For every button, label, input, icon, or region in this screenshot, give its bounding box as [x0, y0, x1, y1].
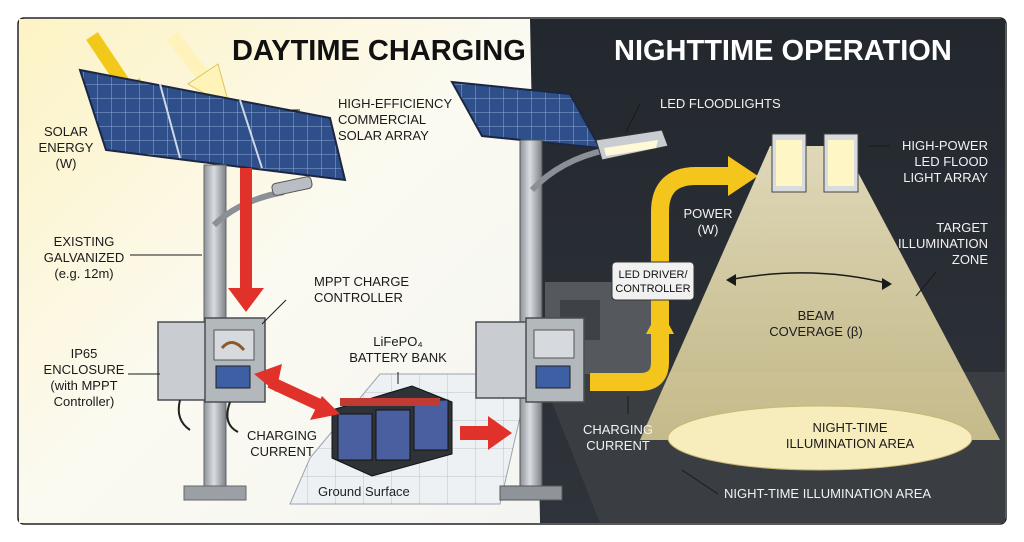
svg-text:COVERAGE (β): COVERAGE (β): [769, 324, 862, 339]
transfer-arrow: [460, 416, 512, 450]
label-mppt: MPPT CHARGE CONTROLLER: [314, 274, 409, 305]
label-illumination-area-bottom: NIGHT-TIME ILLUMINATION AREA: [724, 486, 931, 501]
label-charging-current-night: CHARGING CURRENT: [583, 422, 653, 453]
battery-bank: [331, 385, 453, 477]
svg-text:ENCLOSURE: ENCLOSURE: [44, 362, 125, 377]
svg-text:(e.g. 12m): (e.g. 12m): [54, 266, 113, 281]
label-beam-coverage: BEAM COVERAGE (β): [769, 308, 862, 339]
svg-text:EXISTING: EXISTING: [54, 234, 115, 249]
led-driver-box: LED DRIVER/ CONTROLLER: [611, 261, 695, 301]
svg-text:(W): (W): [56, 156, 77, 171]
svg-text:MPPT CHARGE: MPPT CHARGE: [314, 274, 409, 289]
solar-array-day: [78, 68, 347, 182]
svg-text:SOLAR: SOLAR: [44, 124, 88, 139]
svg-text:ILLUMINATION AREA: ILLUMINATION AREA: [786, 436, 915, 451]
label-battery: LiFePO₄ BATTERY BANK: [349, 334, 447, 365]
led-flood-light-array: [771, 133, 859, 193]
svg-text:GALVANIZED: GALVANIZED: [44, 250, 124, 265]
label-illumination-area-inner: NIGHT-TIME ILLUMINATION AREA: [786, 420, 915, 451]
label-charging-current-day: CHARGING CURRENT: [247, 428, 317, 459]
enclosure-day: [157, 317, 266, 433]
enclosure-night: [475, 317, 585, 403]
svg-text:LED FLOOD: LED FLOOD: [914, 154, 988, 169]
charging-flow-arrow: [254, 364, 340, 420]
label-solar-array: HIGH-EFFICIENCY COMMERCIAL SOLAR ARRAY: [338, 96, 452, 143]
svg-text:CURRENT: CURRENT: [586, 438, 650, 453]
light-beam: [640, 146, 1000, 471]
svg-text:(with MPPT: (with MPPT: [50, 378, 117, 393]
svg-text:BATTERY BANK: BATTERY BANK: [349, 350, 447, 365]
svg-text:NIGHT-TIME: NIGHT-TIME: [812, 420, 887, 435]
day-title: DAYTIME CHARGING: [232, 35, 526, 67]
night-title: NIGHTTIME OPERATION: [614, 35, 952, 67]
svg-text:CONTROLLER: CONTROLLER: [314, 290, 403, 305]
night-pole: [519, 139, 543, 493]
svg-text:ILLUMINATION: ILLUMINATION: [898, 236, 988, 251]
svg-text:(W): (W): [698, 222, 719, 237]
label-led-floodlights: LED FLOODLIGHTS: [660, 96, 781, 111]
svg-text:CONTROLLER: CONTROLLER: [615, 283, 690, 295]
power-flow-arrow: [590, 156, 758, 391]
label-solar-energy: SOLAR ENERGY (W): [39, 124, 94, 171]
svg-text:LED DRIVER/: LED DRIVER/: [618, 269, 688, 281]
svg-text:ZONE: ZONE: [952, 252, 988, 267]
ground-surface-label: Ground Surface: [318, 484, 410, 499]
svg-text:HIGH-POWER: HIGH-POWER: [902, 138, 988, 153]
label-led-array: HIGH-POWER LED FLOOD LIGHT ARRAY: [902, 138, 988, 185]
svg-text:SOLAR ARRAY: SOLAR ARRAY: [338, 128, 429, 143]
beam-coverage-arc: [727, 272, 891, 285]
svg-text:CHARGING: CHARGING: [247, 428, 317, 443]
label-target-zone: TARGET ILLUMINATION ZONE: [898, 220, 988, 267]
svg-text:CHARGING: CHARGING: [583, 422, 653, 437]
svg-text:Controller): Controller): [54, 394, 115, 409]
label-power: POWER (W): [683, 206, 732, 237]
svg-text:TARGET: TARGET: [936, 220, 988, 235]
svg-text:POWER: POWER: [683, 206, 732, 221]
svg-text:COMMERCIAL: COMMERCIAL: [338, 112, 426, 127]
svg-text:ENERGY: ENERGY: [39, 140, 94, 155]
svg-text:LiFePO₄: LiFePO₄: [373, 334, 422, 349]
svg-text:CURRENT: CURRENT: [250, 444, 314, 459]
svg-text:BEAM: BEAM: [798, 308, 835, 323]
label-pole: EXISTING GALVANIZED (e.g. 12m): [44, 234, 124, 281]
svg-text:IP65: IP65: [71, 346, 98, 361]
svg-text:LIGHT ARRAY: LIGHT ARRAY: [903, 170, 988, 185]
illumination-area-ellipse: [667, 405, 973, 471]
label-enclosure: IP65 ENCLOSURE (with MPPT Controller): [44, 346, 125, 409]
svg-text:HIGH-EFFICIENCY: HIGH-EFFICIENCY: [338, 96, 452, 111]
